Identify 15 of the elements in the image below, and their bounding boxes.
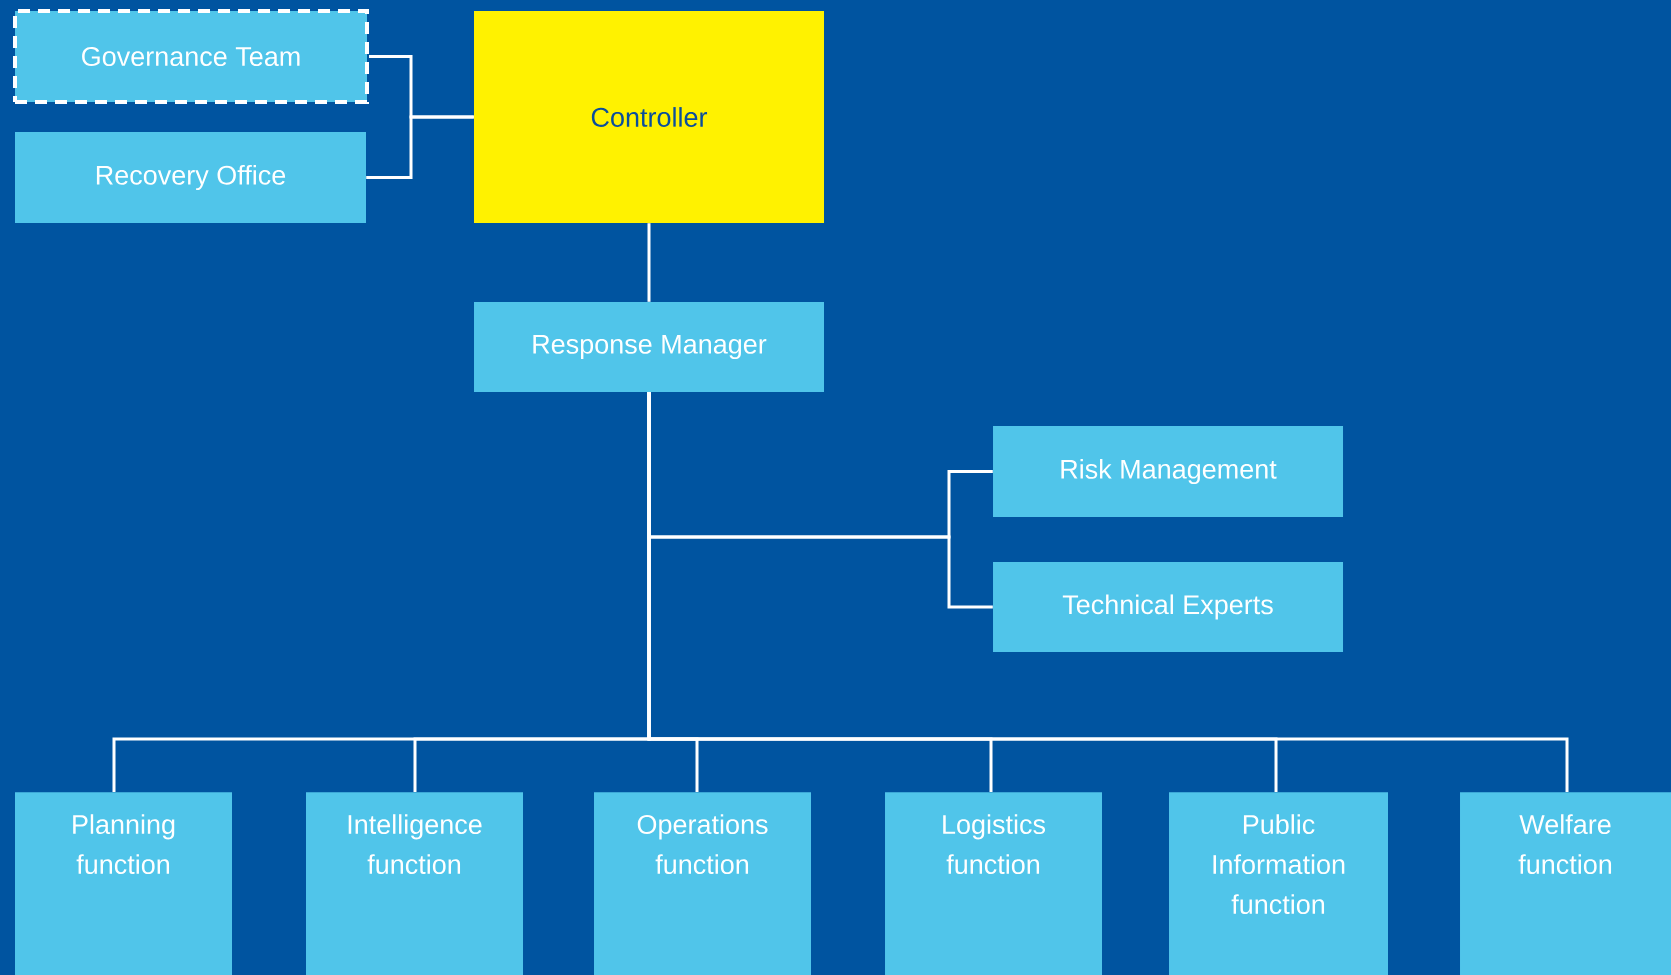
function-box: Public Information function — [1169, 792, 1388, 975]
role-box: Technical Experts — [993, 562, 1343, 652]
team-box: Governance Team — [13, 9, 369, 104]
function-box: Intelligence function — [306, 792, 523, 975]
function-box: Operations function — [594, 792, 811, 975]
controller-box: Controller — [474, 11, 824, 223]
connector-line — [647, 223, 651, 302]
function-box: Planning function — [15, 792, 232, 975]
role-box: Recovery Office — [15, 132, 366, 223]
role-box: Risk Management — [993, 426, 1343, 517]
function-box: Logistics function — [885, 792, 1102, 975]
connector-line — [647, 392, 1569, 792]
connector-line — [366, 115, 474, 179]
role-box: Response Manager — [474, 302, 824, 392]
function-box: Welfare function — [1460, 792, 1671, 975]
